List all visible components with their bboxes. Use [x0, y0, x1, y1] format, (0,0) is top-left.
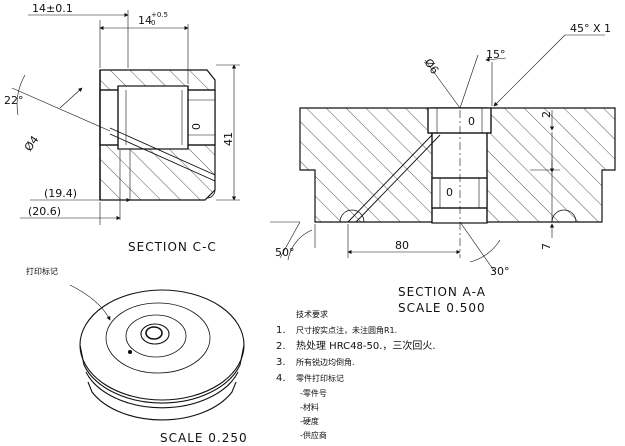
cc-dim-diameter: Ø4 [22, 133, 42, 153]
iso-leader-label: 打印标记 [26, 266, 58, 276]
aa-dim-angle-top: 15° [486, 48, 506, 61]
aa-dim-step: 2 [540, 111, 553, 118]
technical-notes: 技术要求 1. 尺寸按实点注，未注圆角R1. 2. 热处理 HRC48-50.，… [276, 309, 436, 440]
aa-dim-left-angle: 50° [275, 246, 295, 259]
note-3-text: 所有锐边均倒角. [296, 357, 355, 367]
section-cc-label: SECTION C-C [128, 240, 217, 254]
notes-title: 技术要求 [296, 309, 328, 319]
note-1-text: 尺寸按实点注，未注圆角R1. [296, 325, 397, 335]
section-aa-label: SECTION A-A [398, 285, 486, 299]
cc-dim-top-right-tol-lower: 0 [151, 19, 155, 27]
section-cc-view [99, 10, 240, 225]
note-sub-item: -零件号 [300, 388, 327, 398]
note-4-text: 零件打印标记 [296, 373, 344, 383]
cc-dim-ref2: (20.6) [28, 205, 61, 218]
cc-dim-top-left: 14±0.1 [32, 2, 73, 15]
aa-surface-top: 0 [468, 115, 475, 128]
iso-scale: SCALE 0.250 [160, 431, 248, 445]
aa-surface-bottom: 0 [446, 186, 453, 199]
section-aa-dimension-lines [279, 34, 605, 273]
isometric-part-view [69, 284, 245, 421]
note-sub-item: -材料 [300, 402, 319, 412]
note-2-num: 2. [276, 341, 286, 352]
note-2-text: 热处理 HRC48-50.，三次回火. [296, 339, 436, 352]
aa-dim-diameter: Ø6 [422, 56, 442, 76]
cc-dim-top-right: 14 [138, 14, 152, 27]
section-aa-view [270, 107, 616, 258]
aa-dim-width: 80 [395, 239, 409, 252]
cc-dim-angle: 22° [4, 94, 24, 107]
note-sub-item: -硬度 [300, 416, 319, 426]
aa-dim-chamfer: 45° X 1 [570, 22, 611, 35]
aa-dim-height: 7 [540, 243, 553, 250]
cc-dim-ref1: (19.4) [44, 187, 77, 200]
section-aa-scale: SCALE 0.500 [398, 301, 486, 315]
cc-surface-mark: 0 [190, 123, 203, 130]
note-1-num: 1. [276, 325, 286, 336]
cc-dim-right: 41 [222, 132, 235, 146]
aa-dim-bottom-angle: 30° [490, 265, 510, 278]
section-cc-dimension-lines [11, 12, 237, 221]
note-sub-item: -供应商 [300, 430, 327, 440]
cc-dim-top-right-tol-upper: +0.5 [151, 11, 168, 19]
note-3-num: 3. [276, 357, 286, 368]
note-4-num: 4. [276, 373, 286, 384]
